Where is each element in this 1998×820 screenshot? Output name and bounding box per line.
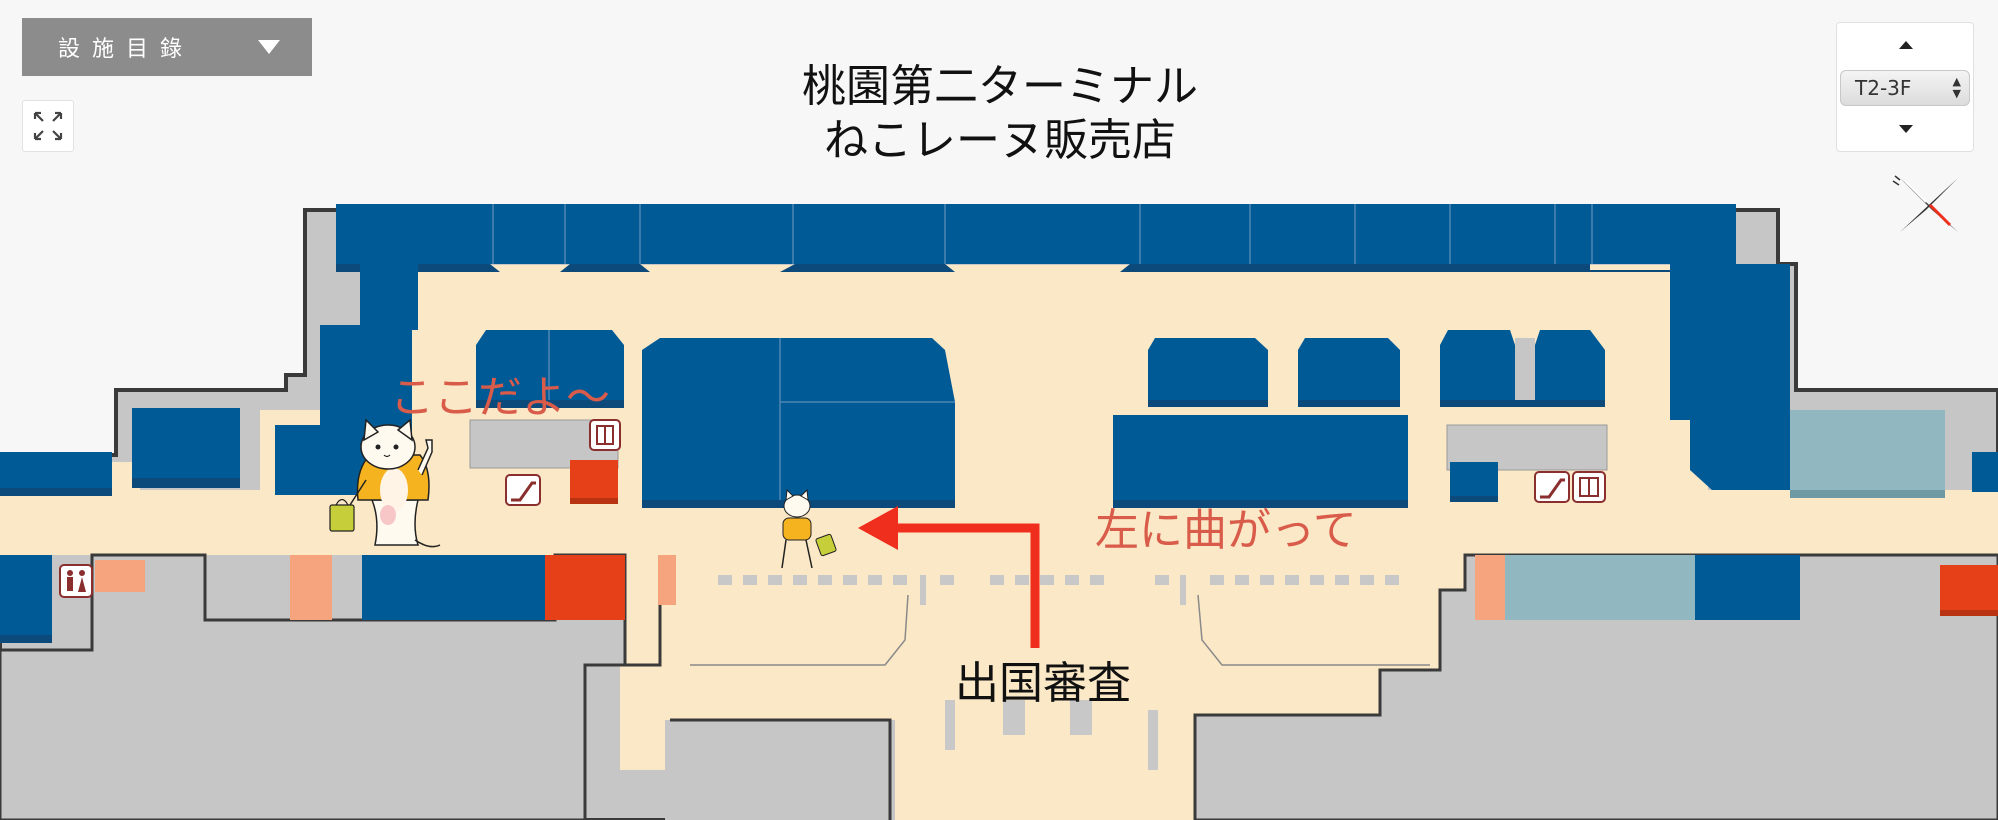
store-row-top [336,204,1736,272]
floor-down-button[interactable] [1837,111,1973,151]
immigration-gates [718,575,1399,770]
fullscreen-button[interactable] [22,100,74,152]
map-title-line1: 桃園第二ターミナル [802,61,1198,112]
facility-directory-label: 設施目錄 [58,37,195,62]
lower-walls [0,553,1998,820]
floor-select-value: T2-3F [1855,76,1912,100]
walking-cat-icon [781,488,837,569]
map-title: 桃園第二ターミナル ねこレーヌ販売店 [700,60,1300,168]
floor-up-button[interactable] [1837,23,1973,63]
store-row-lower [95,555,1998,620]
escalator-icon [1534,471,1570,503]
elevator-icon [1572,471,1606,503]
restroom-icon [59,564,93,598]
escalator-icon [505,474,541,506]
cat-mascot-icon [329,418,441,548]
here-label: ここだよ〜 [390,372,610,423]
compass-icon [1892,175,1958,232]
select-arrows-icon: ▲▼ [1952,75,1961,100]
store-islands [469,330,1608,508]
route-arrow [858,506,1040,648]
facility-directory-dropdown[interactable]: 設施目錄 [22,18,312,76]
floor-control: T2-3F ▲▼ [1836,22,1974,152]
map-title-line2: ねこレーヌ販売店 [824,115,1176,166]
departure-label: 出国審査 [955,658,1131,709]
floor-select[interactable]: T2-3F ▲▼ [1840,70,1970,106]
store-column-right [1670,264,1998,498]
expand-icon [33,111,63,141]
elevator-icon [589,419,621,451]
chevron-down-icon [258,40,280,54]
turn-left-label: 左に曲がって [1095,505,1357,556]
